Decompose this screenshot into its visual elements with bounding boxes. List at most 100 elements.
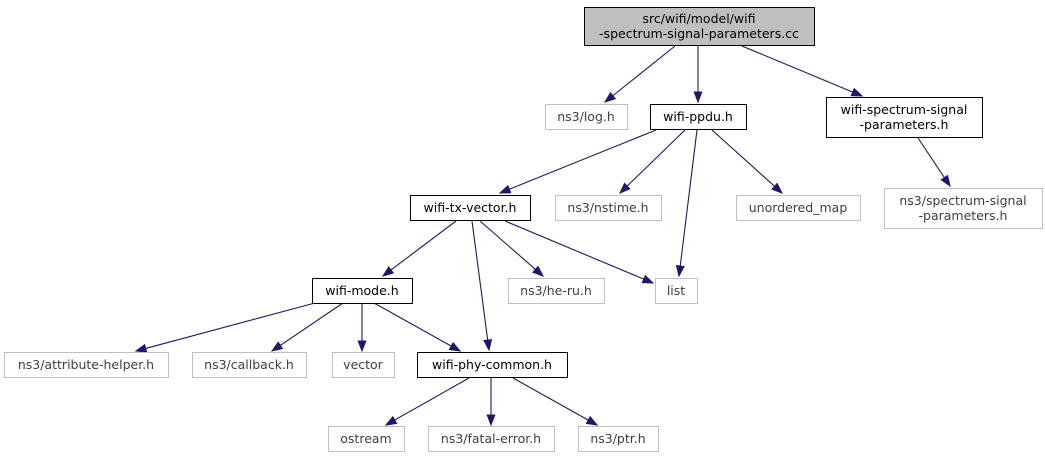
node-wssp[interactable]: wifi-spectrum-signal-parameters.h [826,97,983,138]
arrowhead [486,414,496,427]
edge-line [612,45,676,97]
edge-line [679,129,698,267]
arrowhead [270,341,284,352]
node-label: ns3/log.h [557,109,615,124]
node-box [578,426,659,452]
edge-line [741,45,853,93]
node-label: ns3/nstime.h [567,200,648,215]
node-box [545,104,628,130]
node-vector: vector [332,352,395,378]
node-box [192,352,307,378]
arrowhead [641,274,655,284]
edge-txvec-to-phycommon [471,220,493,352]
edge-line [471,220,489,341]
edge-mode-to-phycommon [373,302,462,352]
edge-line [279,302,344,346]
arrowhead [618,182,631,194]
node-label: -parameters.h [919,208,1008,223]
edge-txvec-to-heru [479,220,545,277]
arrowhead [134,343,148,353]
edge-phycommon-to-fatal [486,378,496,427]
node-ppdu[interactable]: wifi-ppdu.h [650,104,747,130]
edge-line [390,220,457,271]
edge-line [373,302,452,347]
node-box [428,426,555,452]
node-label: wifi-phy-common.h [432,357,552,372]
edge-ppdu-to-list [675,129,698,278]
node-label: wifi-ppdu.h [663,109,733,124]
edge-root-to-ppdu [693,46,703,104]
node-label: list [667,283,685,298]
node-mode[interactable]: wifi-mode.h [312,278,413,304]
node-root[interactable]: src/wifi/model/wifi-spectrum-signal-para… [584,7,815,46]
node-box [508,278,605,304]
node-ptr: ns3/ptr.h [578,426,659,452]
node-box [650,104,747,130]
arrowhead [357,340,367,353]
node-box [655,278,698,304]
edge-line [626,129,686,187]
arrowhead [675,265,685,278]
node-ostream: ostream [328,426,405,452]
node-callback: ns3/callback.h [192,352,307,378]
node-box [410,195,531,221]
arrowhead [940,174,951,188]
node-box [736,195,861,221]
node-ssp: ns3/spectrum-signal-parameters.h [884,188,1043,229]
node-label: ns3/fatal-error.h [441,431,541,446]
node-label: ostream [340,431,391,446]
edge-line [512,377,589,421]
edge-line [711,129,775,187]
node-attr: ns3/attribute-helper.h [4,352,169,378]
arrowhead [850,87,864,97]
arrowhead [532,265,545,277]
arrowhead [381,266,395,277]
edge-ppdu-to-nstime [618,129,686,194]
edge-line [917,137,945,178]
node-phycommon[interactable]: wifi-phy-common.h [417,352,568,378]
edge-ppdu-to-umap [711,129,784,194]
node-txvec[interactable]: wifi-tx-vector.h [410,195,531,221]
edge-phycommon-to-ostream [384,377,470,426]
node-label: wifi-tx-vector.h [424,200,517,215]
node-nstime: ns3/nstime.h [555,195,662,221]
arrowhead [771,182,784,194]
node-box [312,278,413,304]
node-heru: ns3/he-ru.h [508,278,605,304]
arrowhead [498,184,512,194]
node-umap: unordered_map [736,195,861,221]
node-box [884,188,1043,229]
edge-line [504,220,644,280]
nodes-layer: src/wifi/model/wifi-spectrum-signal-para… [4,7,1043,452]
node-label: ns3/callback.h [204,357,294,372]
arrowhead [384,415,398,426]
edges-layer [134,45,951,427]
arrowhead [483,338,493,352]
node-fatal: ns3/fatal-error.h [428,426,555,452]
node-box [826,97,983,138]
edge-mode-to-vector [357,303,367,353]
edge-root-to-log [603,45,676,103]
node-box [555,195,662,221]
node-label: vector [343,357,384,372]
arrowhead [693,91,703,104]
node-label: -spectrum-signal-parameters.cc [599,26,799,41]
edge-line [145,302,316,349]
node-box [584,7,815,46]
edge-line [394,377,470,421]
arrowhead [585,415,599,426]
edge-wssp-to-ssp [917,137,951,188]
edge-ppdu-to-txvec [498,129,657,194]
node-label: unordered_map [749,200,848,215]
node-box [328,426,405,452]
node-label: wifi-mode.h [325,283,398,298]
edge-line [509,129,657,190]
node-label: ns3/ptr.h [590,431,645,446]
node-label: ns3/he-ru.h [520,283,592,298]
arrowhead [448,341,462,352]
node-box [332,352,395,378]
edge-line [479,220,536,270]
node-label: -parameters.h [860,117,949,132]
node-box [417,352,568,378]
